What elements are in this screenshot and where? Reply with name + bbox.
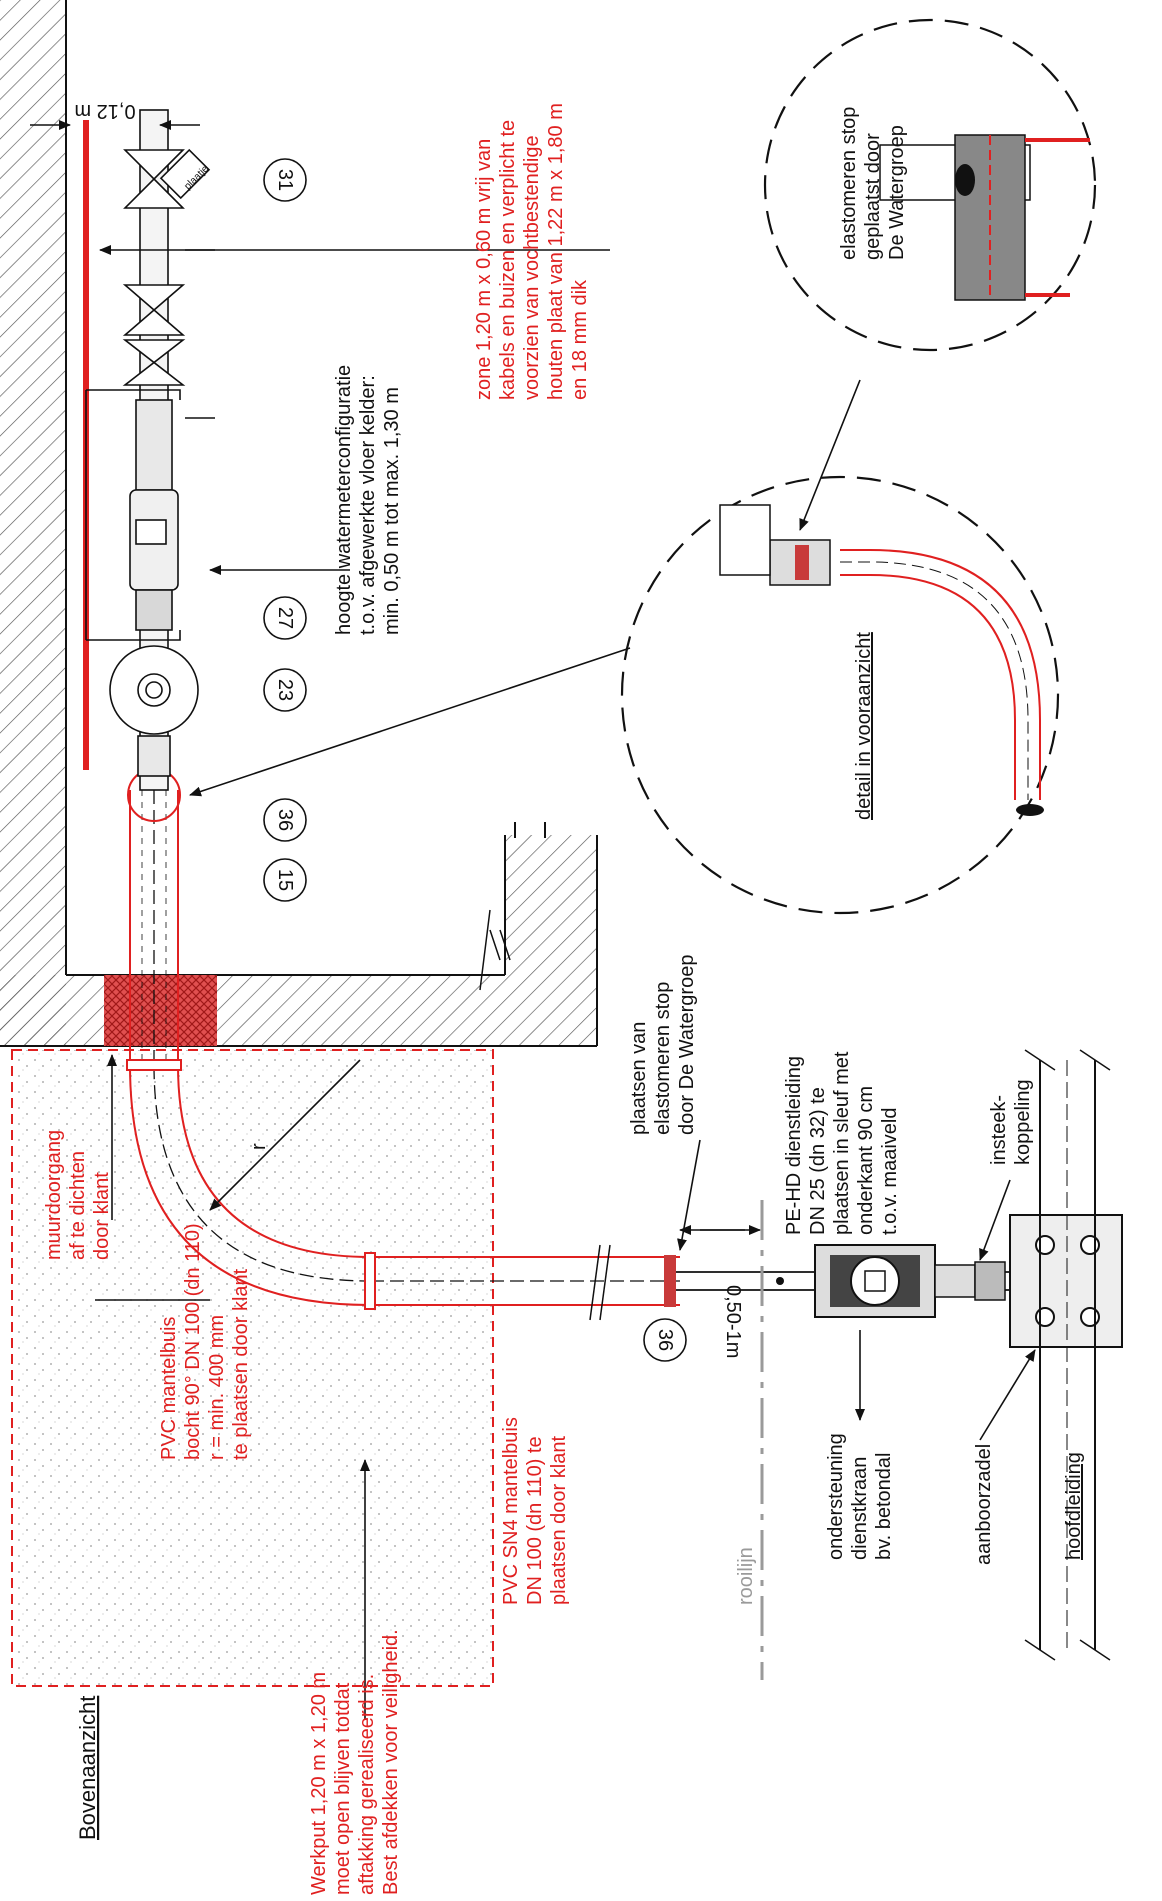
svg-text:36: 36 [274,809,296,831]
svg-text:PVC SN4 mantelbuis DN 10: PVC SN4 mantelbuis DN 100 (dn 110) te pl… [500,1412,570,1605]
callout-23: 23 [263,668,307,712]
label-radius: r [248,1143,270,1150]
label-view-title: Bovenaanzicht [75,1696,100,1840]
svg-text:PE-HD dienstleiding DN 2: PE-HD dienstleiding DN 25 (dn 32) te pla… [783,1046,901,1235]
svg-text:elastomeren stop geplaat: elastomeren stop geplaatst door De Water… [838,101,908,260]
svg-text:0,12 m: 0,12 m [74,100,135,122]
label-elastomer-place: plaatsen van elastomeren stop door De Wa… [628,955,698,1135]
svg-text:aanboorzadel: aanboorzadel [973,1444,995,1565]
label-wall-seal: muurdoorgang af te dichten door klant [43,1124,113,1260]
pvc-sleeve-pipe [126,768,680,1321]
leader-lines [30,120,1036,1720]
callout-15: 15 [263,858,307,902]
label-pvc-bend: PVC mantelbuis bocht 90° DN 100 (dn 110)… [158,1218,252,1460]
excavation-pit [11,1049,494,1687]
detail-bend [719,504,1044,816]
label-pehd: PE-HD dienstleiding DN 25 (dn 32) te pla… [783,1046,901,1235]
label-aanboorzadel: aanboorzadel [973,1444,995,1565]
svg-text:0,50-1m: 0,50-1m [722,1285,744,1358]
label-insteek: insteek- koppeling [988,1079,1034,1165]
label-zone: zone 1,20 m x 0,60 m vrij van kabels en … [473,98,591,400]
callout-36-meter: 36 [263,798,307,842]
label-meter-height: hoogte watermeterconfiguratie t.o.v. afg… [333,359,403,635]
service-valve [814,1244,1006,1318]
svg-text:27: 27 [274,607,296,629]
detail-stop [879,134,1090,301]
svg-text:PVC mantelbuis bocht 90°: PVC mantelbuis bocht 90° DN 100 (dn 110)… [158,1218,252,1460]
callout-31: 31 [263,158,307,202]
label-werkput: Werkput 1,20 m x 1,20 m moet open blijve… [308,1629,402,1895]
svg-text:rooilijn: rooilijn [735,1547,757,1605]
svg-text:r: r [248,1143,270,1150]
label-hoofdleiding: hoofdleiding [1063,1452,1085,1560]
svg-text:23: 23 [274,679,296,701]
svg-text:muurdoorgang af te dicht: muurdoorgang af te dichten door klant [43,1124,113,1260]
svg-text:36: 36 [654,1329,676,1351]
svg-text:Werkput 1,20 m x 1,20 m: Werkput 1,20 m x 1,20 m moet open blijve… [308,1629,402,1895]
svg-text:ondersteuning dienstkraa: ondersteuning dienstkraan bv. betondal [825,1428,895,1560]
detail-circle-stop [763,18,1097,352]
tapping-saddle [1009,1214,1123,1348]
svg-text:31: 31 [274,169,296,191]
svg-text:zone 1,20 m x 0,60 m vrij van: zone 1,20 m x 0,60 m vrij van kabels en … [473,98,591,400]
label-detail-title: detail in vooraanzicht [853,632,875,820]
svg-text:detail in vooraanzicht: detail in vooraanzicht [853,632,875,820]
svg-text:hoofdleiding: hoofdleiding [1063,1452,1085,1560]
svg-text:insteek- koppeling: insteek- koppeling [988,1079,1034,1165]
svg-text:hoogte watermeterconfiguratie: hoogte watermeterconfiguratie t.o.v. afg… [333,359,403,635]
svg-text:15: 15 [274,869,296,891]
building-walls [0,0,598,1047]
label-rooilijn: rooilijn [735,1547,757,1605]
label-pvc-sn4: PVC SN4 mantelbuis DN 100 (dn 110) te pl… [500,1412,570,1605]
label-trench-offset: 0,50-1m [722,1285,744,1358]
callout-36-sleeve: 36 [643,1318,687,1362]
detail-circle-bend [620,475,1060,915]
label-wall-distance: 0,12 m [74,100,135,122]
meter-assembly [85,109,215,791]
wall-seal [104,975,217,1046]
callout-27: 27 [263,596,307,640]
label-elastomer-detail: elastomeren stop geplaatst door De Water… [838,101,908,260]
svg-text:plaatsen van elastomeren: plaatsen van elastomeren stop door De Wa… [628,955,698,1135]
svg-text:Bovenaanzicht: Bovenaanzicht [75,1696,100,1840]
main-line [1024,1049,1111,1661]
label-ondersteuning: ondersteuning dienstkraan bv. betondal [825,1428,895,1560]
